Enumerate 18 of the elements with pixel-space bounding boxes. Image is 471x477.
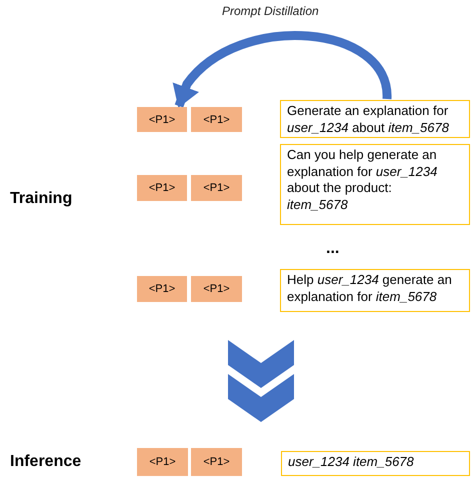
section-label: Training bbox=[10, 190, 72, 208]
edge-label: Prompt Distillation bbox=[222, 4, 319, 18]
token-box: <P1> bbox=[137, 175, 187, 201]
token-box: <P1> bbox=[191, 448, 242, 476]
token-box: <P1> bbox=[191, 107, 242, 132]
prompt-text-box: Generate an explanation for user_1234 about item_5678 bbox=[280, 100, 470, 138]
token-box: <P1> bbox=[191, 276, 242, 302]
curved-arrow bbox=[172, 31, 392, 108]
token-box: <P1> bbox=[137, 107, 187, 132]
prompt-text-box: Help user_1234 generate an explanation for item_5678 bbox=[280, 269, 470, 312]
token-box: <P1> bbox=[137, 276, 187, 302]
section-label: Inference bbox=[10, 453, 82, 471]
double-chevron-arrow bbox=[228, 340, 294, 422]
prompt-text-box: user_1234 item_5678 bbox=[281, 451, 470, 476]
token-box: <P1> bbox=[137, 448, 188, 476]
ellipsis: ... bbox=[326, 240, 340, 258]
token-box: <P1> bbox=[191, 175, 242, 201]
prompt-text-box: Can you help generate an explanation for user_1234 about the product: item_5678 bbox=[280, 144, 470, 225]
